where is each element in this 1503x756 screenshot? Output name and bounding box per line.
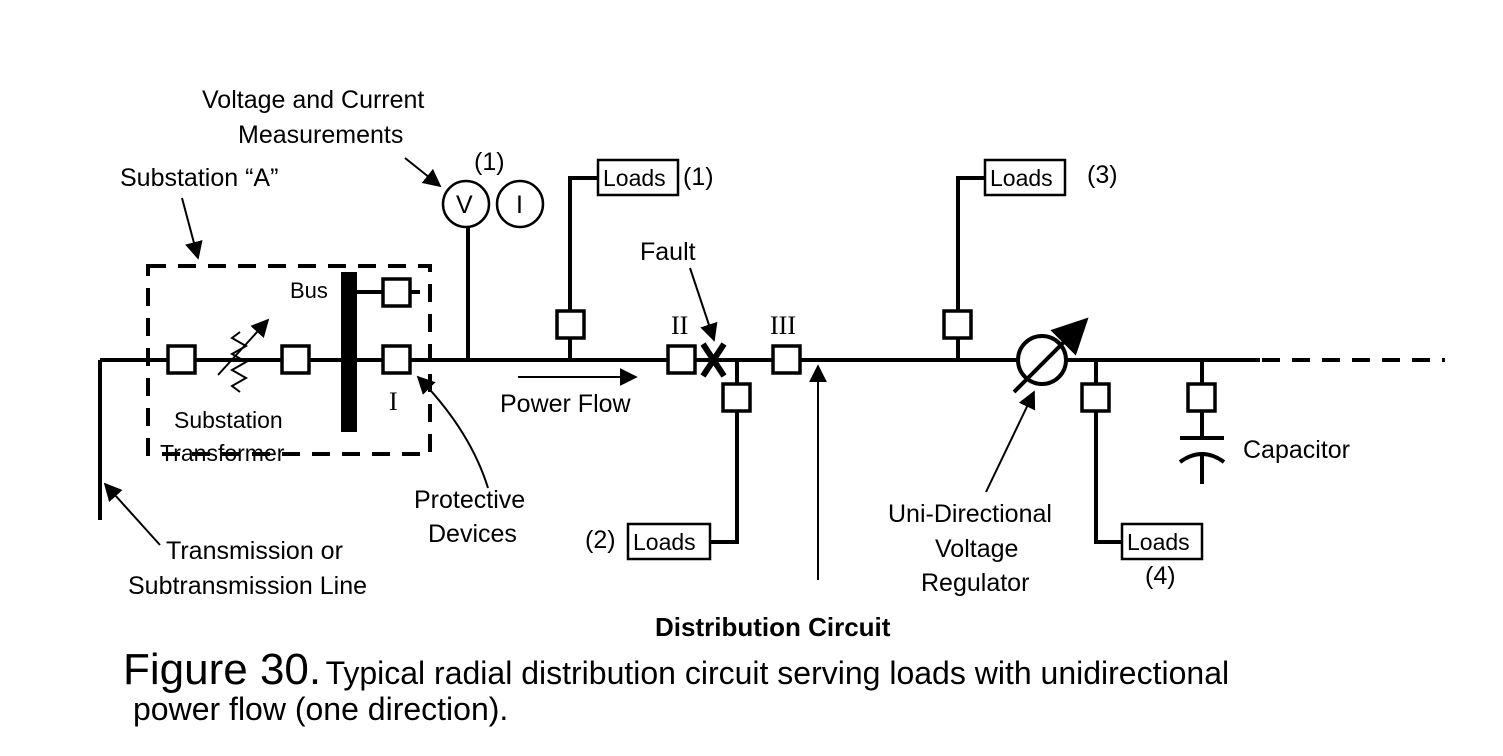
distribution-circuit-label: Distribution Circuit — [655, 612, 891, 642]
regulator-diagonal — [1012, 317, 1089, 394]
loads3-box — [983, 158, 1067, 197]
protective-devices-arrow — [416, 375, 489, 489]
loads1-branch — [568, 176, 598, 360]
regulator-label-line2: Voltage — [935, 535, 1018, 563]
voltage-regulator-icon — [1016, 334, 1068, 386]
device-I-label: I — [389, 387, 398, 416]
figure-caption: Figure 30. Typical radial distribution c… — [123, 645, 1423, 728]
current-symbol: I — [516, 191, 523, 219]
regulator-label-line3: Regulator — [921, 569, 1029, 597]
loads1-breaker — [555, 309, 586, 340]
loads1-label: Loads — [603, 165, 666, 191]
fault-x-b — [700, 342, 727, 378]
device-III-label: III — [770, 311, 796, 340]
measurements-arrow — [404, 157, 442, 188]
regulator-label-line1: Uni-Directional — [888, 500, 1052, 528]
capacitor-label: Capacitor — [1243, 436, 1350, 464]
loads1-box — [596, 158, 680, 197]
loads4-breaker — [1080, 382, 1111, 413]
substation-boundary — [146, 264, 432, 456]
loads4-box — [1120, 522, 1204, 561]
voltage-symbol: V — [456, 191, 473, 219]
loads2-box — [626, 522, 712, 561]
protective-devices-line1: Protective — [414, 486, 525, 514]
transformer-label-line1: Substation — [174, 407, 283, 433]
bus-label: Bus — [290, 278, 328, 303]
measurements-label-line1: Voltage and Current — [202, 86, 424, 114]
caption-text: Typical radial distribution circuit serv… — [325, 655, 1230, 691]
regulator-label-arrow — [985, 390, 1036, 493]
fault-arrow — [689, 267, 718, 342]
capacitor-breaker — [1186, 382, 1217, 413]
substation-breaker-2 — [280, 344, 311, 375]
breaker-I — [381, 344, 412, 375]
transformer-coil-icon — [229, 331, 249, 393]
fault-label: Fault — [640, 238, 696, 266]
bus-breaker — [381, 277, 412, 308]
current-meter-icon — [495, 179, 545, 229]
loads3-number: (3) — [1087, 161, 1118, 189]
substation-breaker-1 — [166, 344, 197, 375]
figure-number: Figure 30. — [123, 645, 322, 694]
loads3-branch — [956, 176, 985, 360]
transmission-label-line1: Transmission or — [166, 537, 343, 565]
loads2-label: Loads — [633, 529, 696, 555]
loads1-number: (1) — [683, 163, 714, 191]
measurements-number: (1) — [474, 148, 505, 176]
transmission-label-line2: Subtransmission Line — [128, 572, 367, 600]
transmission-arrow — [103, 482, 161, 546]
loads4-number: (4) — [1145, 562, 1176, 590]
device-II-label: II — [671, 311, 688, 340]
transformer-label-line2: Transformer — [160, 440, 285, 466]
power-flow-label: Power Flow — [500, 390, 632, 418]
protective-devices-line2: Devices — [428, 520, 517, 548]
loads2-number: (2) — [585, 526, 616, 554]
loads2-branch — [710, 360, 739, 544]
caption-text-line2: power flow (one direction). — [133, 691, 509, 727]
voltage-meter-icon — [441, 179, 491, 229]
substation-label: Substation “A” — [120, 164, 278, 192]
breaker-II — [666, 344, 697, 375]
loads4-branch — [1094, 360, 1122, 544]
measurements-label-line2: Measurements — [238, 121, 403, 149]
loads3-breaker — [942, 309, 973, 340]
breaker-III — [771, 344, 802, 375]
bus-bar — [341, 272, 357, 432]
substation-arrow — [181, 197, 203, 260]
transformer-adjust-arrow — [217, 318, 270, 376]
loads2-breaker — [721, 382, 752, 413]
loads3-label: Loads — [990, 165, 1053, 191]
loads4-label: Loads — [1127, 529, 1190, 555]
